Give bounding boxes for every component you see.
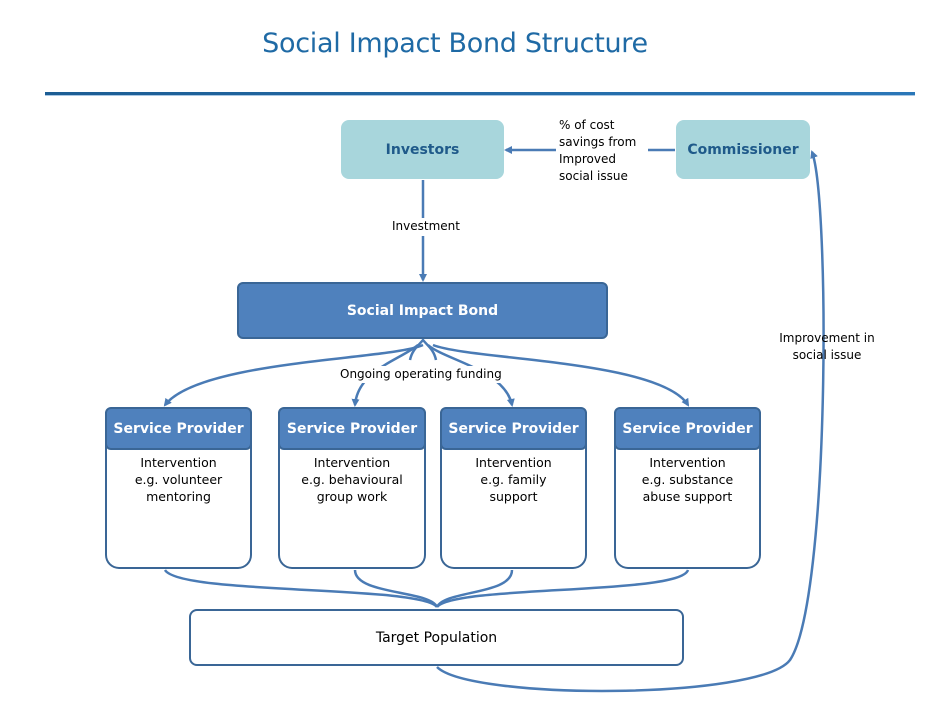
improvement-label-line: Improvement in <box>779 331 875 345</box>
intervention-line: Intervention <box>475 455 552 470</box>
savings-label-line: % of cost <box>559 118 615 132</box>
provider-to-target-1 <box>163 569 438 608</box>
title-divider <box>45 92 915 95</box>
improvement-arrow <box>436 150 825 693</box>
intervention-line: e.g. volunteer <box>134 472 223 487</box>
funding-arrow-4 <box>432 343 690 407</box>
intervention-line: e.g. family <box>480 472 547 487</box>
intervention-line: Intervention <box>313 455 391 470</box>
target-population-node: Target Population <box>189 609 684 666</box>
savings-label-line: Improved <box>559 152 616 166</box>
service-provider-header: Service Provider <box>105 407 252 450</box>
improvement-label-line: social issue <box>792 348 862 362</box>
intervention-line: e.g. behavioural <box>301 472 403 487</box>
improvement-label: Improvement in social issue <box>779 330 875 364</box>
intervention-line: group work <box>316 489 388 504</box>
funding-label: Ongoing operating funding <box>336 366 506 383</box>
provider-to-target-2 <box>353 569 439 608</box>
intervention-line: support <box>489 489 538 504</box>
intervention-line: mentoring <box>146 489 211 504</box>
intervention-line: abuse support <box>642 489 733 504</box>
commissioner-node: Commissioner <box>676 120 810 179</box>
title-divider-shadow <box>45 95 915 96</box>
intervention-line: e.g. substance <box>641 472 734 487</box>
investment-label: Investment <box>392 218 460 235</box>
provider-to-target-4 <box>436 569 690 608</box>
funding-arrow-1 <box>163 343 424 407</box>
intervention-line: Intervention <box>140 455 217 470</box>
intervention-box: Intervention e.g. family support <box>440 430 587 569</box>
page-title: Social Impact Bond Structure <box>262 28 648 59</box>
savings-label-line: social issue <box>559 169 628 183</box>
service-provider-header: Service Provider <box>278 407 426 450</box>
investors-node: Investors <box>341 120 504 179</box>
service-provider-header: Service Provider <box>614 407 761 450</box>
sib-bottom-arc-a <box>408 338 438 361</box>
intervention-box: Intervention e.g. behavioural group work <box>278 430 426 569</box>
savings-label-line: savings from <box>559 135 637 149</box>
intervention-line: Intervention <box>649 455 726 470</box>
intervention-box: Intervention e.g. substance abuse suppor… <box>614 430 761 569</box>
service-provider-header: Service Provider <box>440 407 587 450</box>
intervention-box: Intervention e.g. volunteer mentoring <box>105 430 252 569</box>
savings-label: % of cost savings from Improved social i… <box>559 117 637 185</box>
provider-to-target-3 <box>435 569 514 608</box>
social-impact-bond-node: Social Impact Bond <box>237 282 608 339</box>
